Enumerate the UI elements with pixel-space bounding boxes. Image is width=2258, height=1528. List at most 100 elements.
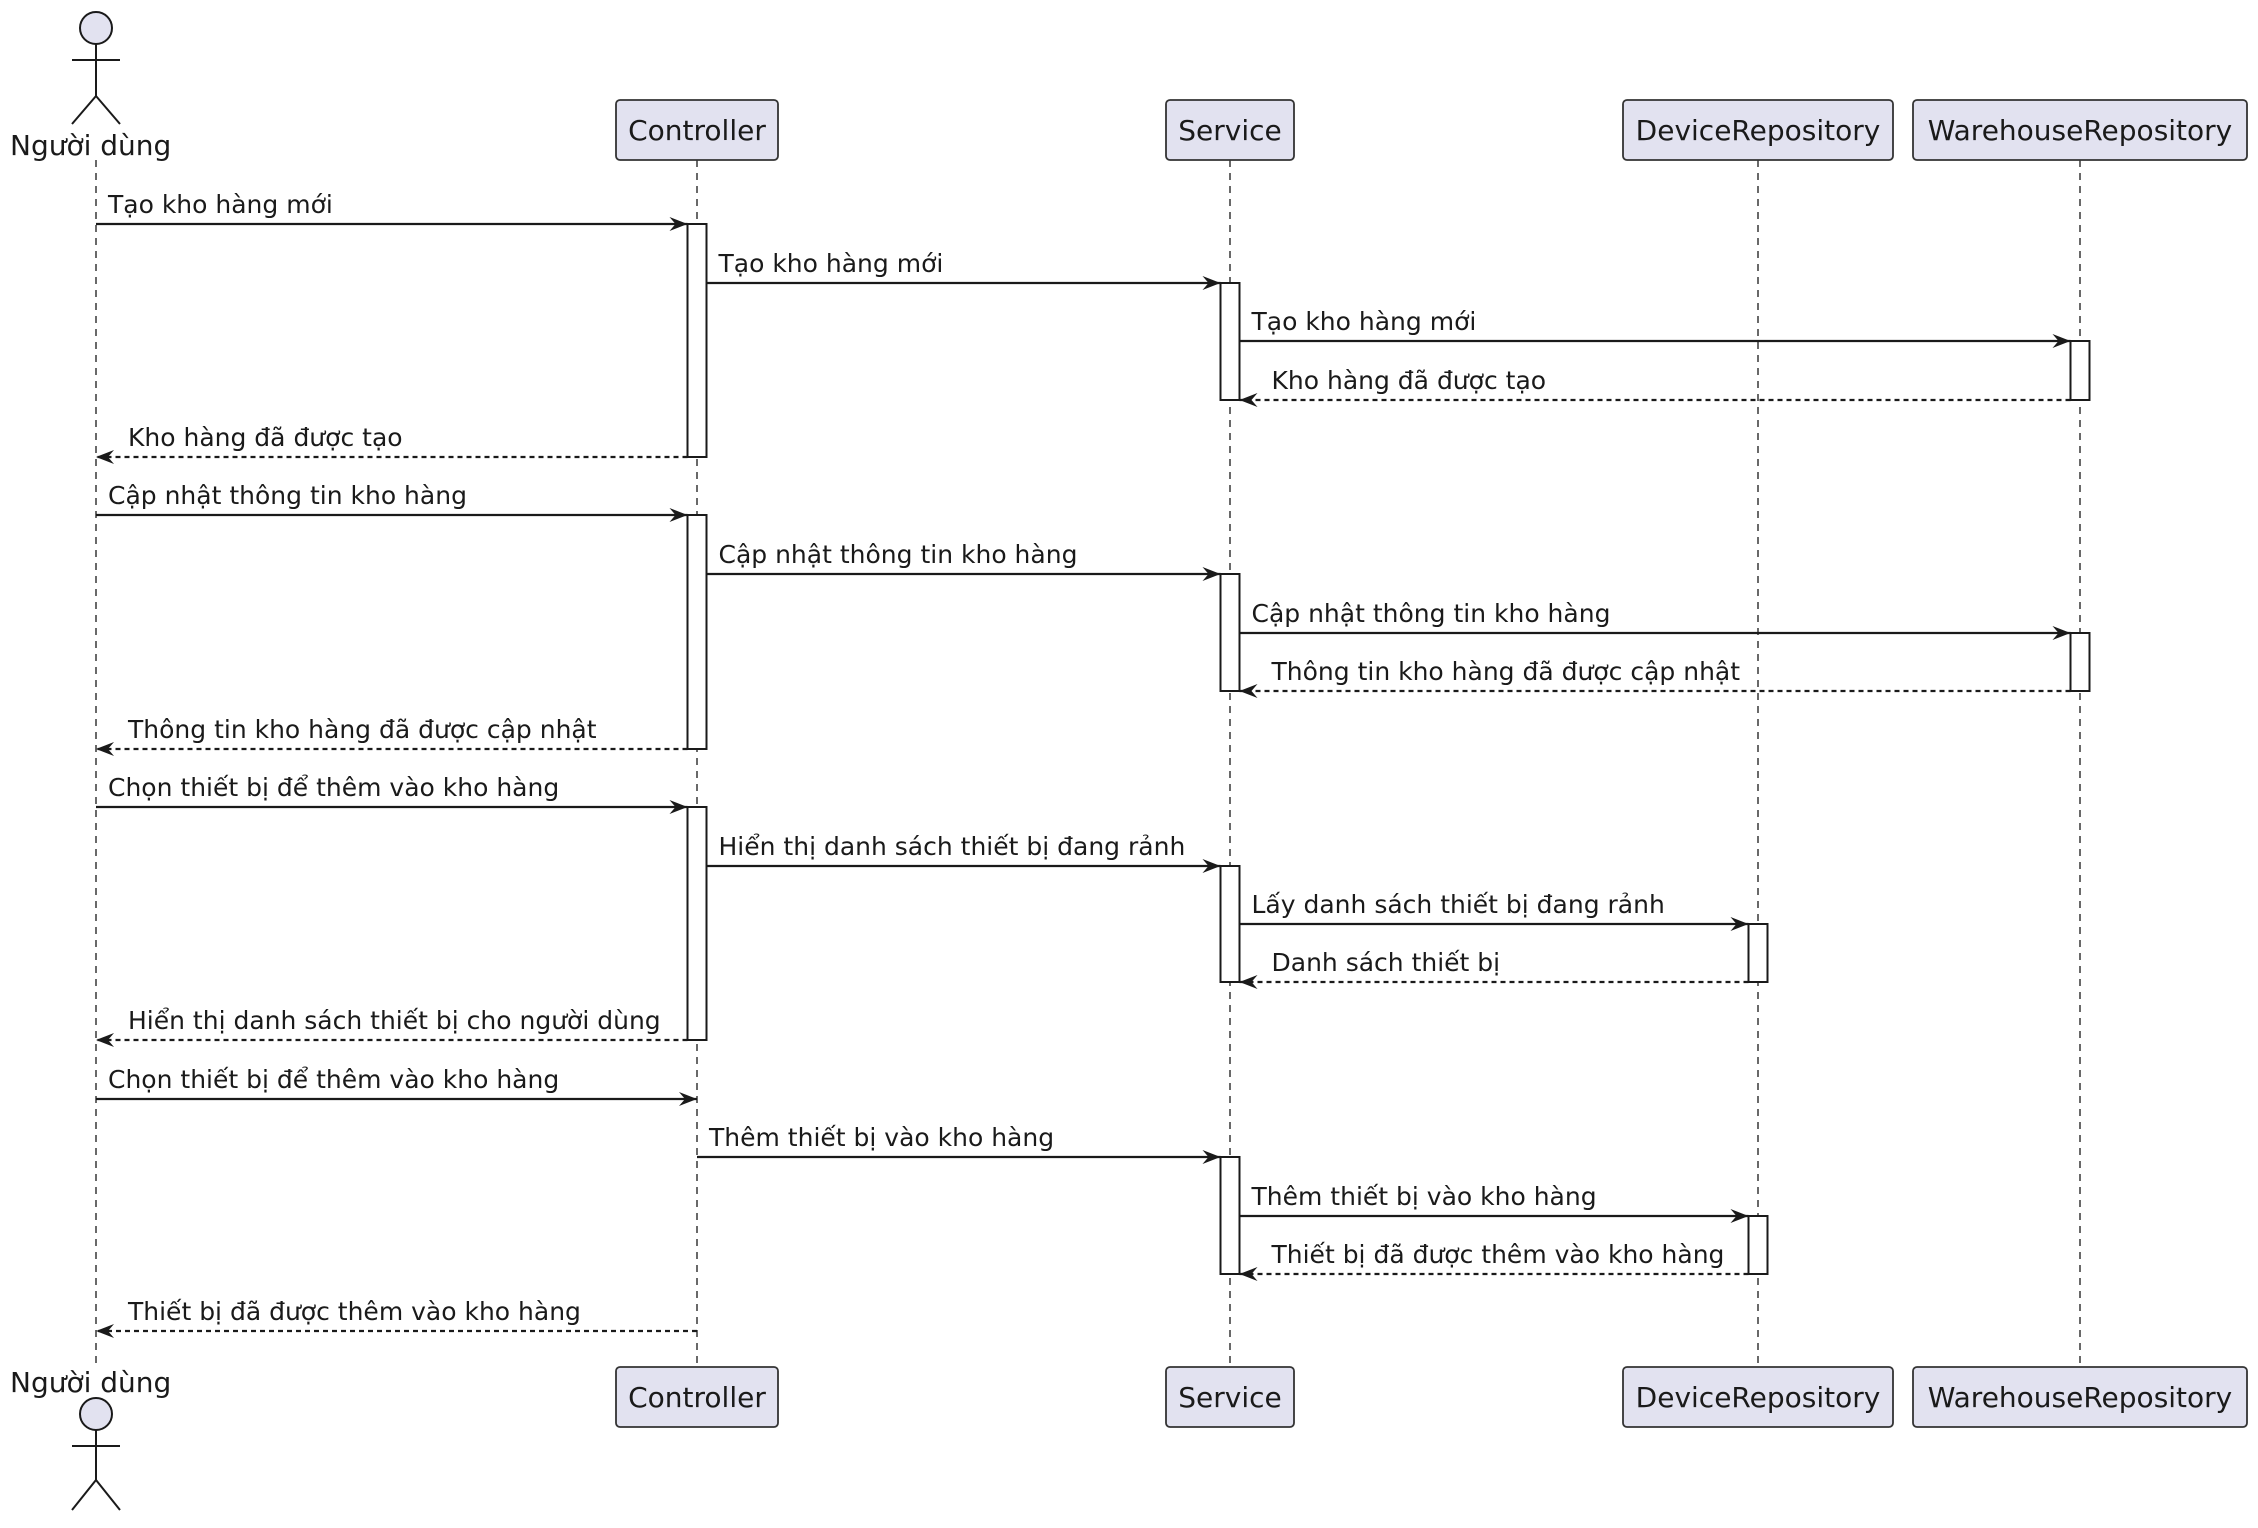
arrowhead-icon [96, 450, 114, 464]
participant-controller-bottom: Controller [615, 1366, 779, 1428]
arrowhead-icon [1239, 684, 1258, 698]
arrowhead-icon [669, 508, 688, 522]
message-label: Hiển thị danh sách thiết bị cho người dù… [128, 1006, 661, 1035]
participant-box [1912, 99, 2248, 161]
activation-bar-service [1219, 1156, 1241, 1275]
participant-box [1912, 1366, 2248, 1428]
arrowhead-icon [96, 1033, 114, 1047]
activation-bar-whrepo [2069, 340, 2091, 401]
message-label: Kho hàng đã được tạo [1272, 366, 1547, 395]
message-call-6: Cập nhật thông tin kho hàng [706, 540, 1221, 581]
actor-icon-legs [71, 1478, 121, 1511]
message-label: Tạo kho hàng mới [107, 190, 333, 219]
activation-bar-service [1219, 282, 1241, 401]
message-return-8: Thông tin kho hàng đã được cập nhật [1239, 657, 2071, 698]
message-call-7: Cập nhật thông tin kho hàng [1239, 599, 2071, 640]
activation-bar-controller [686, 806, 708, 1041]
message-label: Cập nhật thông tin kho hàng [1252, 599, 1611, 628]
participant-label: Service [1178, 114, 1281, 147]
participant-service-top: Service [1165, 99, 1295, 161]
message-label: Tạo kho hàng mới [1251, 307, 1477, 336]
participant-box [1622, 99, 1894, 161]
participant-label: Controller [628, 1381, 766, 1414]
message-return-13: Danh sách thiết bị [1239, 948, 1749, 989]
participant-box [615, 1366, 779, 1428]
message-call-15: Chọn thiết bị để thêm vào kho hàng [96, 1065, 697, 1106]
activation-bar-whrepo [2069, 632, 2091, 692]
message-label: Kho hàng đã được tạo [128, 423, 403, 452]
message-label: Chọn thiết bị để thêm vào kho hàng [108, 1065, 559, 1094]
activation-bar-devrepo [1747, 1215, 1769, 1275]
message-call-12: Lấy danh sách thiết bị đang rảnh [1239, 890, 1749, 931]
participant-service-bottom: Service [1165, 1366, 1295, 1428]
participant-controller-top: Controller [615, 99, 779, 161]
message-call-17: Thêm thiết bị vào kho hàng [1239, 1182, 1749, 1223]
message-label: Thông tin kho hàng đã được cập nhật [127, 715, 597, 744]
participant-whrepo-bottom: WarehouseRepository [1912, 1366, 2248, 1428]
message-call-2: Tạo kho hàng mới [1239, 307, 2071, 348]
message-label: Thiết bị đã được thêm vào kho hàng [127, 1297, 581, 1326]
participant-user-top: Người dùng [10, 11, 171, 162]
actor-icon-legs [71, 94, 121, 125]
actor-label: Người dùng [10, 1366, 171, 1399]
message-label: Thông tin kho hàng đã được cập nhật [1271, 657, 1741, 686]
message-label: Thiết bị đã được thêm vào kho hàng [1271, 1240, 1725, 1269]
participant-box [1165, 99, 1295, 161]
message-label: Chọn thiết bị để thêm vào kho hàng [108, 773, 559, 802]
arrowhead-icon [2052, 334, 2071, 348]
participant-label: WarehouseRepository [1928, 1381, 2233, 1414]
message-return-19: Thiết bị đã được thêm vào kho hàng [96, 1297, 697, 1338]
message-call-10: Chọn thiết bị để thêm vào kho hàng [96, 773, 688, 814]
participant-box [1165, 1366, 1295, 1428]
message-call-0: Tạo kho hàng mới [96, 190, 688, 231]
arrowhead-icon [1730, 1209, 1749, 1223]
arrowhead-icon [2052, 626, 2071, 640]
arrowhead-icon [96, 742, 114, 756]
activation-bar-controller [686, 514, 708, 750]
activation-bar-devrepo [1747, 923, 1769, 983]
arrowhead-icon [679, 1092, 697, 1106]
arrowhead-icon [669, 800, 688, 814]
participant-label: DeviceRepository [1636, 1381, 1881, 1414]
actor-icon-head [79, 1397, 113, 1431]
message-call-1: Tạo kho hàng mới [706, 249, 1221, 290]
message-label: Thêm thiết bị vào kho hàng [1251, 1182, 1597, 1211]
arrowhead-icon [1202, 276, 1221, 290]
message-return-3: Kho hàng đã được tạo [1239, 366, 2071, 407]
activation-bar-service [1219, 573, 1241, 692]
message-return-4: Kho hàng đã được tạo [96, 423, 688, 464]
participant-user-bottom: Người dùng [10, 1366, 171, 1511]
message-call-11: Hiển thị danh sách thiết bị đang rảnh [706, 832, 1221, 873]
arrowhead-icon [1202, 567, 1221, 581]
arrowhead-icon [1730, 917, 1749, 931]
message-label: Lấy danh sách thiết bị đang rảnh [1252, 890, 1665, 919]
participant-label: Controller [628, 114, 766, 147]
arrowhead-icon [669, 217, 688, 231]
message-call-5: Cập nhật thông tin kho hàng [96, 481, 688, 522]
message-return-9: Thông tin kho hàng đã được cập nhật [96, 715, 688, 756]
actor-label: Người dùng [10, 129, 171, 162]
message-label: Cập nhật thông tin kho hàng [719, 540, 1078, 569]
participant-label: Service [1178, 1381, 1281, 1414]
participant-label: DeviceRepository [1636, 114, 1881, 147]
activation-bar-service [1219, 865, 1241, 983]
arrowhead-icon [1239, 1267, 1258, 1281]
participant-box [1622, 1366, 1894, 1428]
participant-box [615, 99, 779, 161]
message-label: Tạo kho hàng mới [718, 249, 944, 278]
message-return-14: Hiển thị danh sách thiết bị cho người dù… [96, 1006, 688, 1047]
participant-label: WarehouseRepository [1928, 114, 2233, 147]
message-label: Thêm thiết bị vào kho hàng [708, 1123, 1054, 1152]
participant-devrepo-top: DeviceRepository [1622, 99, 1894, 161]
arrowhead-icon [1239, 393, 1258, 407]
message-call-16: Thêm thiết bị vào kho hàng [697, 1123, 1221, 1164]
arrowhead-icon [96, 1324, 114, 1338]
message-return-18: Thiết bị đã được thêm vào kho hàng [1239, 1240, 1749, 1281]
actor-icon-head [79, 11, 113, 45]
participant-devrepo-bottom: DeviceRepository [1622, 1366, 1894, 1428]
message-label: Danh sách thiết bị [1272, 948, 1501, 977]
arrowhead-icon [1202, 1150, 1221, 1164]
arrowhead-icon [1239, 975, 1258, 989]
arrowhead-icon [1202, 859, 1221, 873]
